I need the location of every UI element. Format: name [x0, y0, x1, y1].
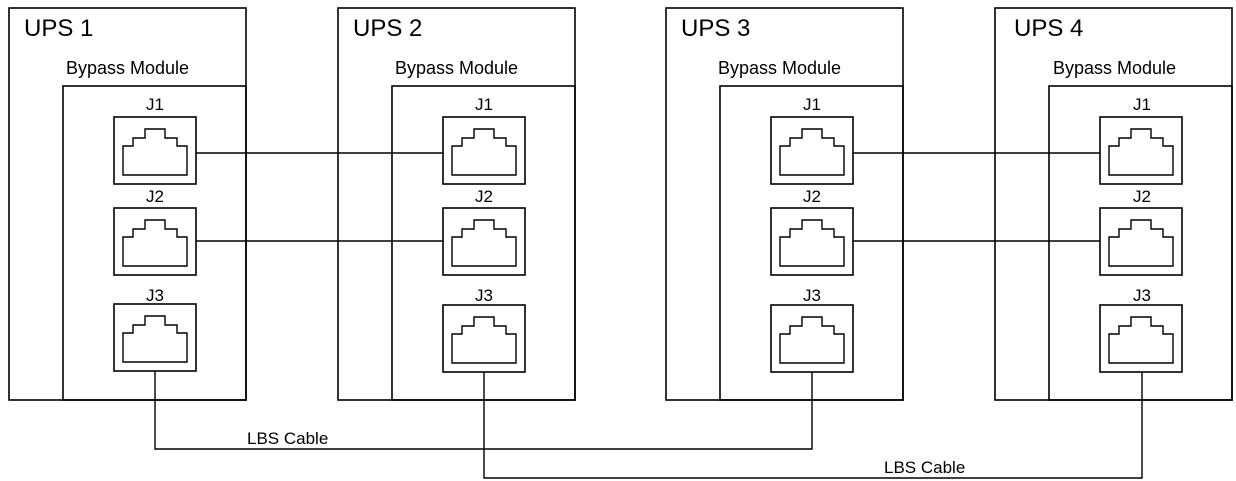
rj45-socket-icon: [451, 219, 517, 267]
port-j1: J1: [442, 95, 526, 185]
port-j2: J2: [1099, 187, 1183, 276]
lbs-cable-label: LBS Cable: [247, 429, 328, 448]
port-label: J2: [1133, 187, 1151, 206]
bypass-module: [1048, 85, 1233, 401]
port-label: J2: [146, 187, 164, 206]
wires: [154, 152, 1143, 479]
port-j3: J3: [113, 286, 197, 372]
rj45-socket-icon: [779, 128, 845, 176]
bypass-module: [62, 85, 247, 401]
port-label: J1: [803, 95, 821, 114]
rj45-jack: [1099, 304, 1183, 373]
rj45-socket-icon: [1108, 316, 1174, 364]
ups-label: UPS 1: [24, 15, 93, 42]
bypass-module: [391, 85, 576, 401]
port-j1: J1: [1099, 95, 1183, 185]
rj45-socket-icon: [122, 315, 188, 363]
ups-label: UPS 4: [1014, 15, 1083, 42]
rj45-socket-icon: [1108, 128, 1174, 176]
rj45-jack: [113, 116, 197, 185]
rj45-jack: [442, 116, 526, 185]
module-label: Bypass Module: [66, 58, 189, 78]
port-label: J2: [475, 187, 493, 206]
ups-unit-3: UPS 3 Bypass Module J1 J2 J3: [665, 7, 904, 401]
rj45-jack: [770, 207, 854, 276]
rj45-socket-icon: [451, 316, 517, 364]
port-label: J3: [803, 286, 821, 305]
rj45-jack: [770, 304, 854, 373]
port-label: J3: [146, 286, 164, 305]
lbs-cable-label: LBS Cable: [884, 458, 965, 477]
module-label: Bypass Module: [718, 58, 841, 78]
port-label: J3: [475, 286, 493, 305]
rj45-jack: [113, 207, 197, 276]
port-j3: J3: [770, 286, 854, 373]
port-label: J1: [1133, 95, 1151, 114]
rj45-jack: [442, 304, 526, 373]
port-label: J1: [475, 95, 493, 114]
rj45-socket-icon: [122, 128, 188, 176]
ups-unit-4: UPS 4 Bypass Module J1 J2 J3: [994, 7, 1233, 401]
rj45-socket-icon: [779, 316, 845, 364]
rj45-socket-icon: [1108, 219, 1174, 267]
port-j1: J1: [770, 95, 854, 185]
port-j2: J2: [442, 187, 526, 276]
port-j3: J3: [442, 286, 526, 373]
port-label: J1: [146, 95, 164, 114]
bypass-module: [719, 85, 904, 401]
rj45-jack: [1099, 116, 1183, 185]
port-j2: J2: [113, 187, 197, 276]
port-j1: J1: [113, 95, 197, 185]
port-j2: J2: [770, 187, 854, 276]
rj45-jack: [770, 116, 854, 185]
rj45-jack: [442, 207, 526, 276]
rj45-socket-icon: [451, 128, 517, 176]
lbs-cable-ups2-to-ups4: [483, 372, 1143, 479]
port-label: J3: [1133, 286, 1151, 305]
rj45-socket-icon: [779, 219, 845, 267]
ups-unit-1: UPS 1 Bypass Module J1 J2 J3: [8, 7, 247, 401]
ups-unit-2: UPS 2 Bypass Module J1 J2 J3: [337, 7, 576, 401]
module-label: Bypass Module: [1053, 58, 1176, 78]
rj45-jack: [113, 303, 197, 372]
rj45-socket-icon: [122, 219, 188, 267]
rj45-jack: [1099, 207, 1183, 276]
ups-label: UPS 2: [353, 15, 422, 42]
port-j3: J3: [1099, 286, 1183, 373]
module-label: Bypass Module: [395, 58, 518, 78]
port-label: J2: [803, 187, 821, 206]
ups-label: UPS 3: [681, 15, 750, 42]
